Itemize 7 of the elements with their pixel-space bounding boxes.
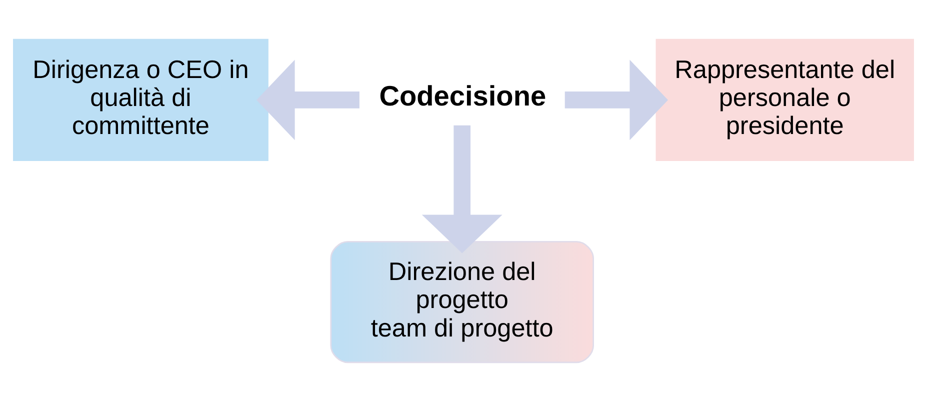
arrow — [564, 59, 668, 140]
node-text: Codecisione — [379, 80, 546, 112]
arrow — [256, 59, 360, 140]
node-box: Direzione del progetto team di progetto — [330, 240, 594, 363]
arrow — [422, 124, 502, 253]
node-box: Rappresentante del personale o presidente — [656, 38, 914, 160]
node-box: Dirigenza o CEO in qualità di committente — [13, 38, 268, 160]
